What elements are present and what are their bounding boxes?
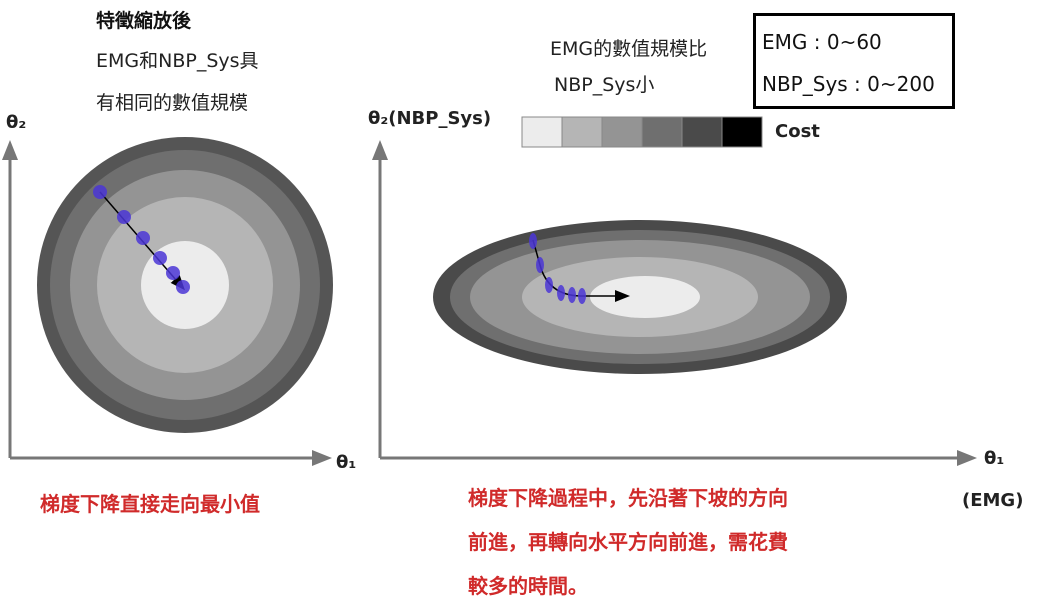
left-path-point: [176, 280, 190, 294]
right-caption-line-1: 梯度下降過程中，先沿著下坡的方向: [468, 486, 788, 510]
left-caption: 梯度下降直接走向最小值: [40, 492, 260, 516]
right-x-axis-label: θ₁: [984, 448, 1005, 469]
range-nbp: NBP_Sys : 0~200: [762, 72, 935, 96]
left-x-axis-label: θ₁: [336, 452, 357, 473]
left-path-point: [136, 231, 150, 245]
left-descent-path: [93, 185, 190, 294]
cost-scale: [521, 116, 763, 148]
right-y-axis-label: θ₂(NBP_Sys): [368, 108, 492, 129]
left-path-point: [166, 266, 180, 280]
left-note-line-1: EMG和NBP_Sys具: [96, 50, 259, 72]
right-path-point: [529, 233, 537, 249]
right-path-point: [545, 277, 553, 293]
left-axes: [2, 140, 332, 466]
range-emg: EMG : 0~60: [762, 30, 882, 54]
right-path-point: [536, 257, 544, 273]
cost-label: Cost: [775, 121, 820, 142]
range-box: EMG : 0~60 NBP_Sys : 0~200: [753, 13, 955, 109]
left-y-axis-label: θ₂: [6, 112, 27, 133]
right-descent-path: [529, 233, 630, 304]
right-axes: [372, 140, 977, 466]
left-title: 特徵縮放後: [96, 10, 192, 32]
right-note-line-2: NBP_Sys小: [554, 74, 655, 96]
right-contours: [433, 220, 847, 374]
right-caption-line-3: 較多的時間。: [468, 574, 588, 598]
left-path-point: [153, 251, 167, 265]
right-path-point: [568, 287, 576, 303]
right-path-point: [578, 288, 586, 304]
left-path-point: [93, 185, 107, 199]
right-caption-line-2: 前進，再轉向水平方向前進，需花費: [468, 530, 788, 554]
left-path-point: [117, 210, 131, 224]
right-note-line-1: EMG的數值規模比: [550, 38, 708, 60]
right-x-axis-sublabel: (EMG): [962, 490, 1024, 511]
left-note-line-2: 有相同的數值規模: [96, 92, 249, 114]
right-path-point: [557, 285, 565, 301]
